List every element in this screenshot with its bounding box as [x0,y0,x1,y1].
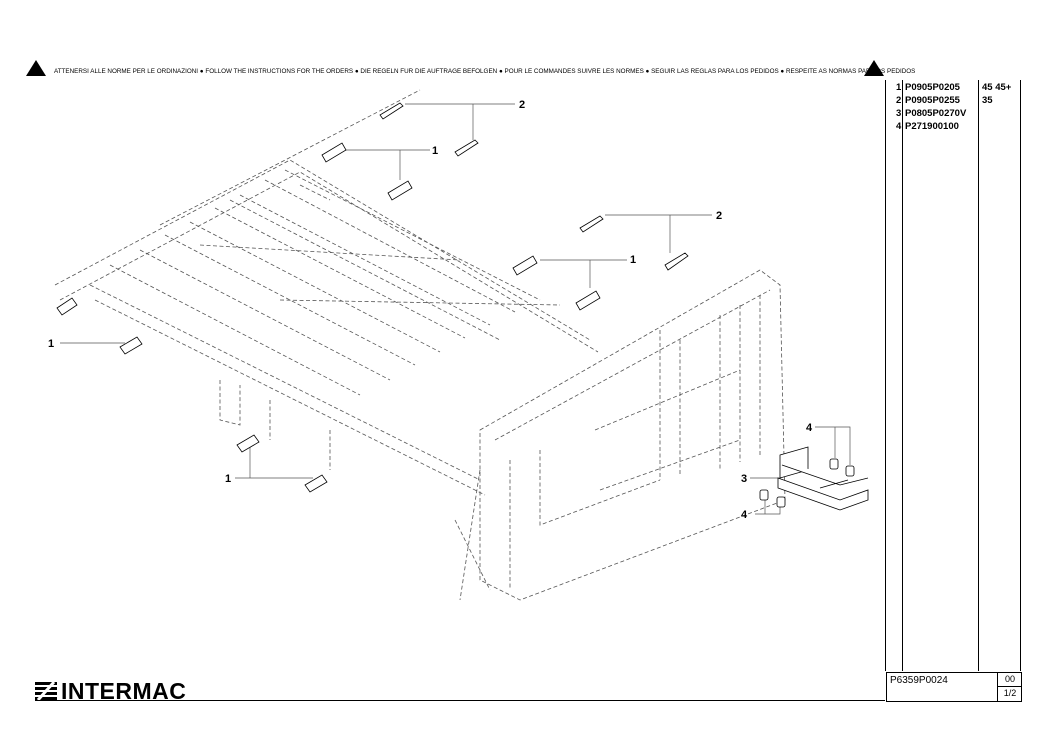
revision-box: 00 1/2 [997,673,1022,701]
part-number: 3 [896,108,902,119]
part-qty: 45 45+ [982,82,1012,93]
callout-2: 2 [519,99,525,111]
callout-2: 2 [716,210,722,222]
intermac-logo: INTERMAC [35,677,187,704]
parts-row: 4 P271900100 [886,121,1020,134]
callout-1: 1 [225,473,231,485]
part-number: 1 [896,82,902,93]
revision-number: 00 [998,673,1022,687]
callout-1: 1 [48,338,54,350]
part-code: P0905P0255 [905,95,960,106]
part-code: P0905P0205 [905,82,960,93]
bottom-rule [35,700,885,701]
parts-list: 1 P0905P0205 45 45+ 2 P0905P0255 35 3 P0… [885,80,1021,671]
part-qty: 35 [982,95,993,106]
part-code: P0805P0270V [905,108,967,119]
parts-row: 1 P0905P0205 45 45+ [886,82,1020,95]
order-warning-bar: ATTENERSI ALLE NORME PER LE ORDINAZIONI … [26,60,915,80]
sheet-number: 1/2 [1003,688,1017,698]
callout-1: 1 [432,145,438,157]
callout-4: 4 [741,509,748,521]
parts-row: 2 P0905P0255 35 [886,95,1020,108]
title-block: P6359P0024 00 1/2 [886,672,1022,702]
order-warning-text: ATTENERSI ALLE NORME PER LE ORDINAZIONI … [54,68,916,75]
drawing-code: P6359P0024 [890,675,948,686]
callout-3: 3 [741,473,747,485]
intermac-logo-icon [35,682,57,700]
brand-name: INTERMAC [61,677,187,704]
callout-4: 4 [806,422,813,434]
part-number: 2 [896,95,902,106]
exploded-assembly-drawing: 2 1 2 1 1 1 4 3 4 [48,89,869,601]
part-code: P271900100 [905,121,959,132]
warning-triangle-icon [864,60,884,76]
callout-1: 1 [630,254,636,266]
warning-triangle-icon [26,60,46,76]
part-number: 4 [896,121,902,132]
parts-row: 3 P0805P0270V [886,108,1020,121]
